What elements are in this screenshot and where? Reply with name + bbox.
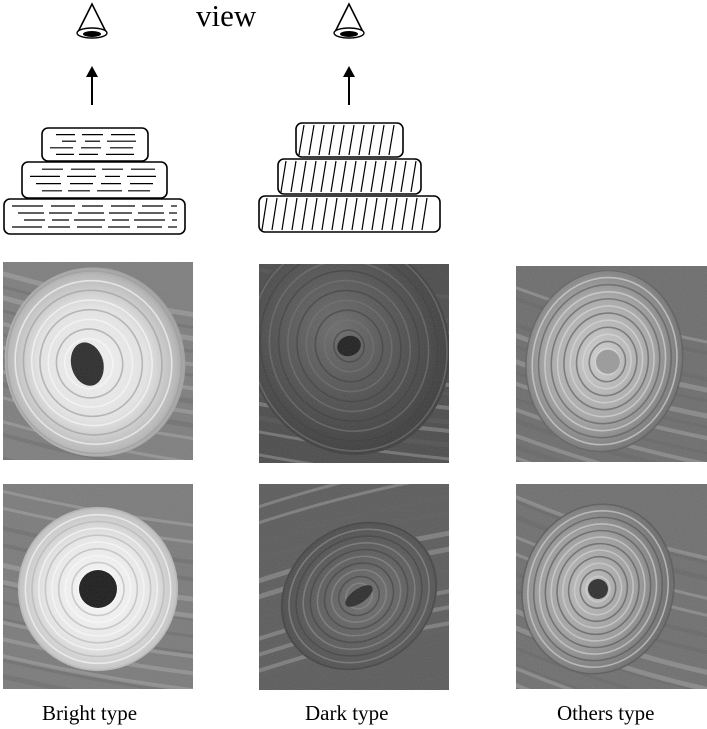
fiber-line	[368, 124, 375, 156]
fiber-line	[261, 197, 268, 231]
fiber-line	[411, 197, 418, 231]
micrograph-dark-2	[259, 484, 449, 690]
fiber-line	[371, 197, 378, 231]
fiber-line	[390, 160, 397, 193]
micrograph-bright-2	[3, 484, 193, 689]
osteon-image	[516, 266, 707, 462]
fiber-line	[328, 124, 335, 156]
caption-others-type: Others type	[557, 701, 655, 725]
fiber-line	[341, 197, 348, 231]
fiber-line	[380, 160, 387, 193]
fiber-line	[271, 197, 278, 231]
fiber-line	[331, 197, 338, 231]
lamellae-stack-oblique	[258, 122, 441, 233]
fiber-line	[311, 197, 318, 231]
view-label: view	[196, 0, 257, 33]
caption-bright-type: Bright type	[42, 701, 138, 725]
micrograph-others-1	[516, 266, 707, 462]
fiber-line	[358, 124, 365, 156]
fiber-line	[361, 197, 368, 231]
arrow-up-icon	[343, 66, 355, 105]
fiber-line	[298, 124, 305, 156]
fiber-line	[321, 197, 328, 231]
fiber-line	[280, 160, 287, 193]
fiber-line	[360, 160, 367, 193]
fiber-line	[301, 197, 308, 231]
eye-cone-icon	[333, 2, 365, 39]
osteon-image	[259, 484, 449, 690]
fiber-line	[338, 124, 345, 156]
fiber-line	[421, 197, 428, 231]
fiber-line	[291, 197, 298, 231]
fiber-line	[308, 124, 315, 156]
fiber-line	[348, 124, 355, 156]
arrow-up-icon	[86, 66, 98, 105]
fiber-line	[401, 197, 408, 231]
fiber-line	[370, 160, 377, 193]
fiber-line	[351, 197, 358, 231]
fiber-line	[400, 160, 407, 193]
fiber-line	[381, 197, 388, 231]
fiber-line	[330, 160, 337, 193]
micrograph-dark-1	[259, 264, 449, 463]
schematic-diagram	[3, 2, 441, 235]
fiber-line	[281, 197, 288, 231]
fiber-line	[410, 160, 417, 193]
fiber-line	[320, 160, 327, 193]
fiber-line	[300, 160, 307, 193]
fiber-line	[290, 160, 297, 193]
osteon-image	[3, 262, 193, 460]
fiber-line	[350, 160, 357, 193]
caption-dark-type: Dark type	[305, 701, 389, 725]
fiber-line	[340, 160, 347, 193]
fiber-line	[318, 124, 325, 156]
osteon-image	[3, 484, 193, 689]
fiber-line	[378, 124, 385, 156]
micrograph-bright-1	[3, 262, 193, 460]
micrograph-others-2	[516, 484, 707, 689]
lamellae-stack-horizontal	[3, 127, 186, 235]
fiber-line	[388, 124, 395, 156]
eye-cone-icon	[76, 2, 108, 39]
osteon-image	[516, 484, 707, 689]
osteon-image	[259, 264, 449, 463]
fiber-line	[310, 160, 317, 193]
fiber-line	[391, 197, 398, 231]
